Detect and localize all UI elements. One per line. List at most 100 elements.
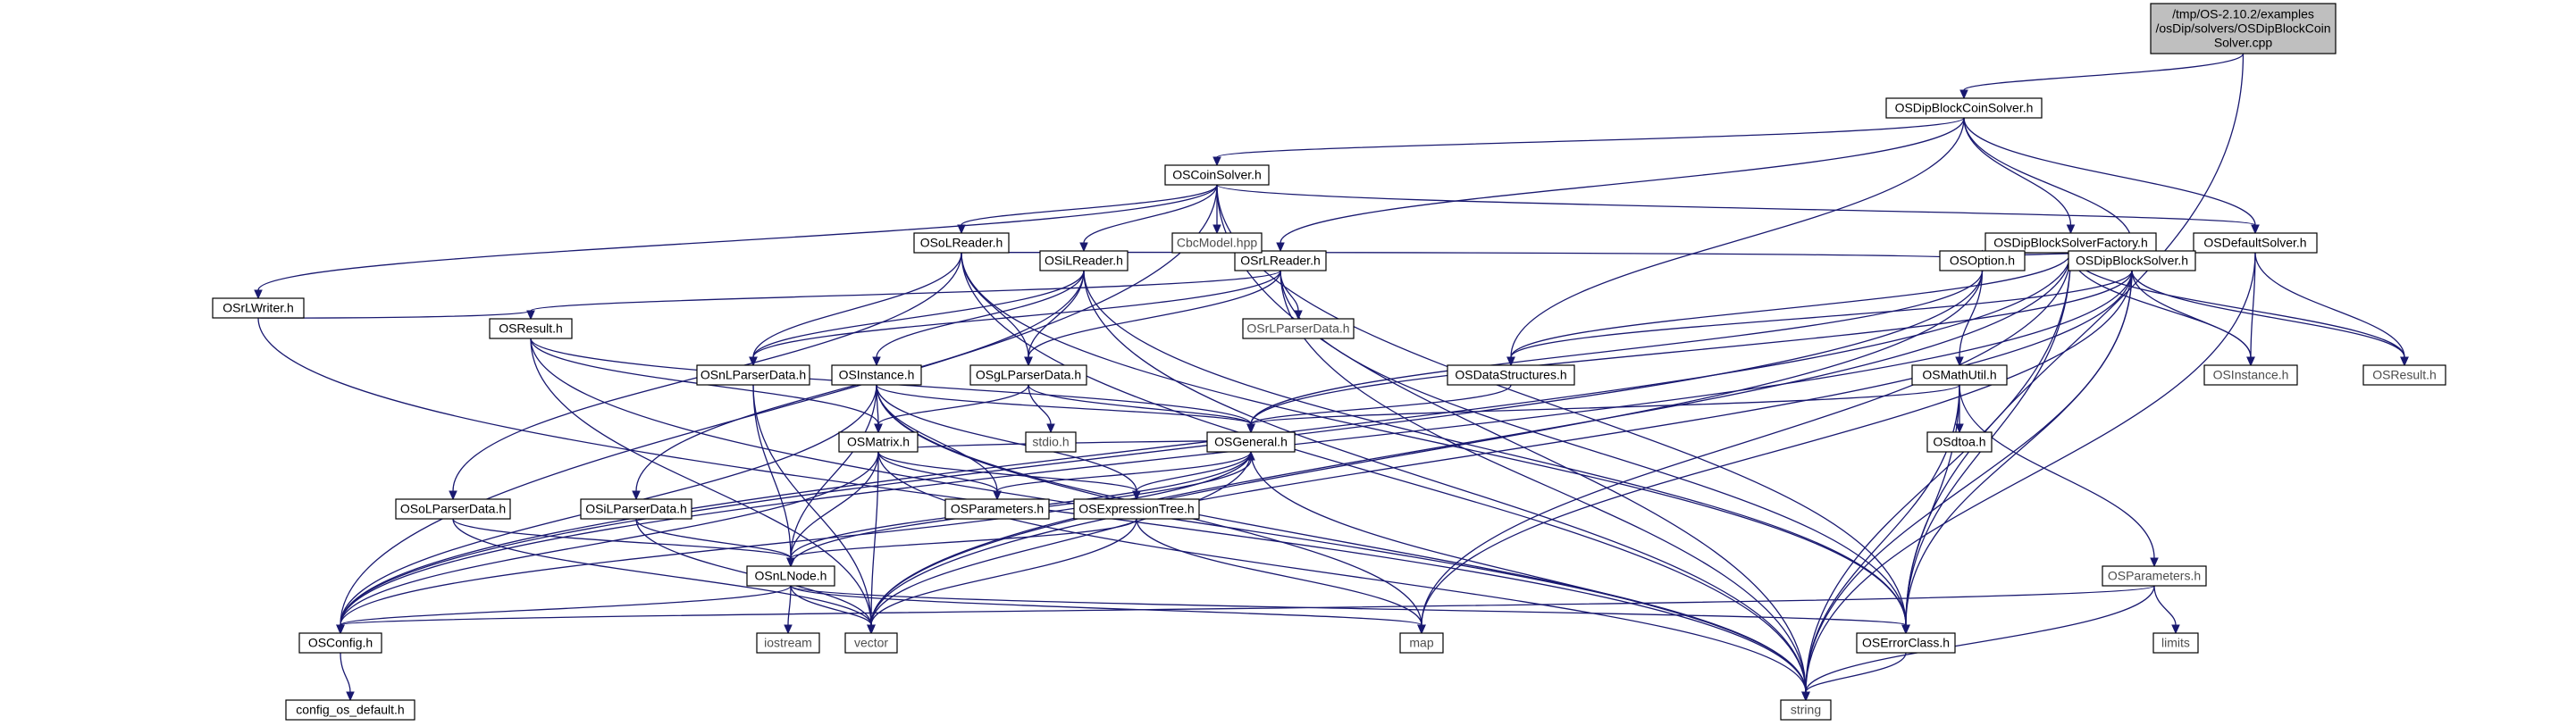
node-oscoinsolver-h[interactable]: OSCoinSolver.h <box>1164 164 1270 186</box>
node-osolreader-h[interactable]: OSoLReader.h <box>913 232 1010 254</box>
node-box <box>944 498 1050 520</box>
edge-osilreader-h-to-osnlparserdata-h <box>752 270 1085 358</box>
node-osrlwriter-h[interactable]: OSrLWriter.h <box>212 297 305 319</box>
node-osilparserdata-h[interactable]: OSiLParserData.h <box>580 498 692 520</box>
node-label: iostream <box>764 636 812 650</box>
node-box <box>1025 431 1077 453</box>
node-osdatastructures-h[interactable]: OSDataStructures.h <box>1447 364 1575 386</box>
edge-oscoinsolver-h-to-osdefaultsolver-h <box>1216 184 2256 226</box>
node-osnlparserdata-h[interactable]: OSnLParserData.h <box>696 364 810 386</box>
node-root[interactable]: /tmp/OS-2.10.2/examples/osDip/solvers/OS… <box>2150 3 2337 54</box>
node-config-os-default-h[interactable]: config_os_default.h <box>285 699 415 721</box>
node-osdipblockcoinsolver-h[interactable]: OSDipBlockCoinSolver.h <box>1885 97 2043 119</box>
arrowhead-osparameters-h-system <box>2150 557 2159 568</box>
edge-osgeneral-h-to-vector <box>870 451 1252 626</box>
node-label: OSResult.h <box>2372 368 2437 382</box>
node-osinstance-h-system[interactable]: OSInstance.h <box>2203 364 2298 386</box>
node-osdipblocksolver-h[interactable]: OSDipBlockSolver.h <box>2068 250 2196 271</box>
node-osmathutil-h[interactable]: OSMathUtil.h <box>1911 364 2008 386</box>
node-box <box>1164 164 1270 186</box>
edge-osglparserdata-h-to-osgeneral-h <box>1028 384 1252 425</box>
node-stdio-h[interactable]: stdio.h <box>1025 431 1077 453</box>
arrowhead-osmathutil-h <box>1955 356 1964 367</box>
edge-osdipblocksolver-h-to-osgeneral-h <box>1250 270 2133 425</box>
node-limits[interactable]: limits <box>2152 632 2199 654</box>
node-cbcmodel-hpp[interactable]: CbcModel.hpp <box>1171 232 1263 254</box>
edge-osnlnode-h-to-map <box>790 585 1422 626</box>
node-vector[interactable]: vector <box>844 632 898 654</box>
node-osrlreader-h[interactable]: OSrLReader.h <box>1234 250 1327 271</box>
node-box <box>1447 364 1575 386</box>
edge-osexpressiontree-h-to-vector <box>870 518 1137 626</box>
node-label: OSDipBlockSolver.h <box>2076 254 2188 268</box>
node-osdtoa-h[interactable]: OSdtoa.h <box>1926 431 1993 453</box>
arrowhead-osdipblockcoinsolver-h <box>1959 89 1968 100</box>
arrowhead-osresult-h <box>526 310 535 321</box>
node-osexpressiontree-h[interactable]: OSExpressionTree.h <box>1073 498 1200 520</box>
node-label: config_os_default.h <box>296 703 404 717</box>
node-box <box>285 699 415 721</box>
edge-osinstance-h-to-osexpressiontree-h <box>876 384 1137 492</box>
node-box <box>298 632 382 654</box>
edge-osgeneral-h-to-string <box>1250 451 1807 693</box>
node-box <box>2193 232 2318 254</box>
node-string[interactable]: string <box>1780 699 1832 721</box>
node-osinstance-h[interactable]: OSInstance.h <box>831 364 922 386</box>
edge-osgeneral-h-to-osparameters-h <box>996 451 1252 492</box>
node-box <box>2150 3 2337 54</box>
node-osconfig-h[interactable]: OSConfig.h <box>298 632 382 654</box>
arrowhead-osgeneral-h <box>1246 423 1255 434</box>
node-box <box>2102 565 2207 587</box>
node-box <box>1206 431 1296 453</box>
edge-osmathutil-h-to-osgeneral-h <box>1250 384 1960 425</box>
node-osresult-h[interactable]: OSResult.h <box>489 318 573 339</box>
edge-osolreader-h-to-string <box>961 252 1807 693</box>
edge-osdipblockcoinsolver-h-to-osdefaultsolver-h <box>1963 117 2256 226</box>
node-osilreader-h[interactable]: OSiLReader.h <box>1039 250 1129 271</box>
arrowhead-osilreader-h <box>1079 242 1088 253</box>
node-osgeneral-h[interactable]: OSGeneral.h <box>1206 431 1296 453</box>
node-osresult-h-system[interactable]: OSResult.h <box>2362 364 2446 386</box>
node-osolparserdata-h[interactable]: OSoLParserData.h <box>395 498 511 520</box>
node-osparameters-h[interactable]: OSParameters.h <box>944 498 1050 520</box>
node-osrlparserdata-h[interactable]: OSrLParserData.h <box>1242 318 1355 339</box>
node-box <box>2068 250 2196 271</box>
node-iostream[interactable]: iostream <box>756 632 820 654</box>
edge-osmatrix-h-to-string <box>877 451 1807 693</box>
edge-oscoinsolver-h-to-osolreader-h <box>961 184 1218 226</box>
node-label: /tmp/OS-2.10.2/examples <box>2172 7 2314 21</box>
arrowhead-osnlparserdata-h <box>749 356 758 367</box>
node-oserrorclass-h[interactable]: OSErrorClass.h <box>1856 632 1956 654</box>
node-label: OSInstance.h <box>839 368 915 382</box>
edge-osconfig-h-to-config-os-default-h <box>340 652 351 693</box>
edge-osrlreader-h-to-osglparserdata-h <box>1028 270 1281 358</box>
edge-osdipblocksolver-h-to-vector <box>870 270 2133 626</box>
node-box <box>1171 232 1263 254</box>
node-box <box>1939 250 2026 271</box>
arrowhead-osconfig-h <box>336 624 345 635</box>
node-osdefaultsolver-h[interactable]: OSDefaultSolver.h <box>2193 232 2318 254</box>
node-box <box>913 232 1010 254</box>
arrowhead-osdipblocksolverfactory-h <box>2066 224 2076 235</box>
node-osdipblocksolverfactory-h[interactable]: OSDipBlockSolverFactory.h <box>1984 232 2157 254</box>
node-box <box>756 632 820 654</box>
node-osmatrix-h[interactable]: OSMatrix.h <box>838 431 919 453</box>
node-osoption-h[interactable]: OSOption.h <box>1939 250 2026 271</box>
node-box <box>844 632 898 654</box>
edge-osolreader-h-to-osnlparserdata-h <box>752 252 962 358</box>
edge-osdipblocksolverfactory-h-to-osresult-h-system <box>2069 252 2405 358</box>
file-nodes: /tmp/OS-2.10.2/examples/osDip/solvers/OS… <box>212 3 2446 721</box>
edge-osnlparserdata-h-to-vector <box>752 384 872 626</box>
node-osglparserdata-h[interactable]: OSgLParserData.h <box>969 364 1087 386</box>
edge-osglparserdata-h-to-osmatrix-h <box>877 384 1029 425</box>
edge-osdipblockcoinsolver-h-to-osdatastructures-h <box>1510 117 1965 358</box>
node-box <box>696 364 810 386</box>
node-label: OSnLNode.h <box>755 569 827 583</box>
node-label: vector <box>854 636 888 650</box>
node-osnlnode-h[interactable]: OSnLNode.h <box>746 565 835 587</box>
node-map[interactable]: map <box>1399 632 1444 654</box>
edge-osdipblocksolver-h-to-osinstance-h-system <box>2131 270 2252 358</box>
node-osparameters-h-system[interactable]: OSParameters.h <box>2102 565 2207 587</box>
